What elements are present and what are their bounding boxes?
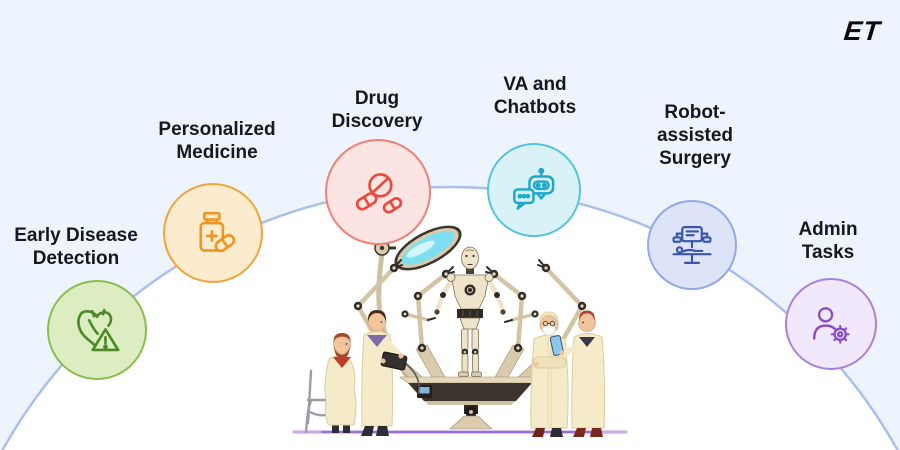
robot-surgery-illustration (292, 225, 628, 437)
et-logo: ET (842, 16, 883, 46)
feature-label: Drug Discovery (331, 88, 423, 132)
feature-circle (647, 200, 737, 290)
feature-label: VA and Chatbots (493, 74, 577, 118)
chatbot-icon (513, 167, 555, 210)
heart-alert-icon (77, 308, 120, 352)
feature-label: Personalized Medicine (158, 119, 276, 163)
feature-circle (785, 278, 877, 370)
feature-circle (487, 143, 581, 237)
feature-label: Admin Tasks (798, 219, 858, 263)
person-gear-icon (813, 307, 850, 344)
doctor-with-phone (549, 310, 606, 437)
surgical-lamp (374, 225, 462, 381)
operating-platform (399, 376, 541, 430)
doctor-seated (304, 333, 357, 434)
feature-circle (47, 280, 147, 380)
feature-circle (163, 183, 263, 283)
doctor-with-tablet (361, 310, 420, 436)
feature-label: Early Disease Detection (14, 225, 138, 269)
doctor-crossed-arms (530, 311, 569, 437)
surgical-robot-icon (672, 226, 712, 264)
pills-icon (355, 173, 403, 214)
feature-circle (325, 139, 431, 245)
humanoid-robot (434, 246, 506, 377)
feature-label: Robot- assisted Surgery (656, 102, 734, 169)
medicine-bottle-icon (199, 211, 236, 253)
